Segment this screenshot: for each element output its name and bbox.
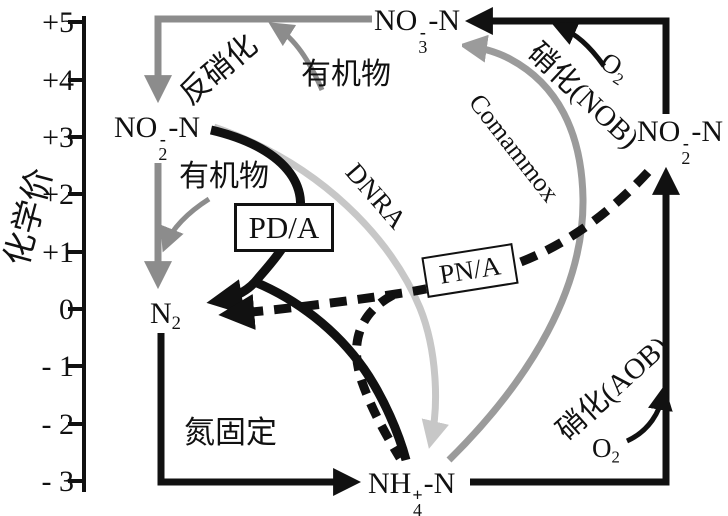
species-nh4-label: NH+4-N <box>366 468 458 516</box>
nitrification-nob-arrow <box>464 7 670 114</box>
pna-box-label: PN/A <box>437 250 503 290</box>
tick-label-minus2: - 2 <box>41 408 75 441</box>
tick-label-plus1: +1 <box>42 236 74 269</box>
nitrogen-fixation-label: 氮固定 <box>184 415 277 450</box>
species-no3-label: NO-3-N <box>372 4 462 57</box>
species-no2-left-label: NO-2-N <box>112 111 202 164</box>
pda-branch-nh4 <box>253 277 411 462</box>
organic-matter-left-arrow <box>160 196 211 253</box>
tick-label-minus1: - 1 <box>41 350 75 383</box>
tick-label-plus3: +3 <box>42 121 74 154</box>
pda-box-label: PD/A <box>248 209 320 245</box>
y-axis-ticks <box>68 20 84 483</box>
tick-label-plus2: +2 <box>42 178 74 211</box>
o2-top-arrow <box>551 21 607 68</box>
pna-branch-nh4 <box>352 291 404 461</box>
tick-label-zero: 0 <box>59 293 74 326</box>
species-no2-right-label: NO-2-N <box>635 115 725 168</box>
pda-box: PD/A <box>234 203 334 252</box>
denitrification-arrow-no3-no2 <box>144 15 402 104</box>
organic-matter-top-label: 有机物 <box>301 58 391 91</box>
organic-matter-left-label: 有机物 <box>179 160 269 193</box>
organic-matter-top-arrow <box>268 22 325 91</box>
tick-label-minus3: - 3 <box>41 465 75 498</box>
tick-label-plus5: +5 <box>42 6 74 39</box>
tick-label-plus4: +4 <box>42 64 74 97</box>
nitrogen-fixation-arrow <box>157 331 362 496</box>
dnra-arrow <box>212 123 449 449</box>
o2-bottom-label: O2 <box>592 433 620 467</box>
comammox-arrow <box>446 34 587 463</box>
species-n2-label: N2 <box>148 297 183 334</box>
nitrification-aob-arrow <box>470 166 680 486</box>
o2-bottom-arrow <box>625 385 673 444</box>
